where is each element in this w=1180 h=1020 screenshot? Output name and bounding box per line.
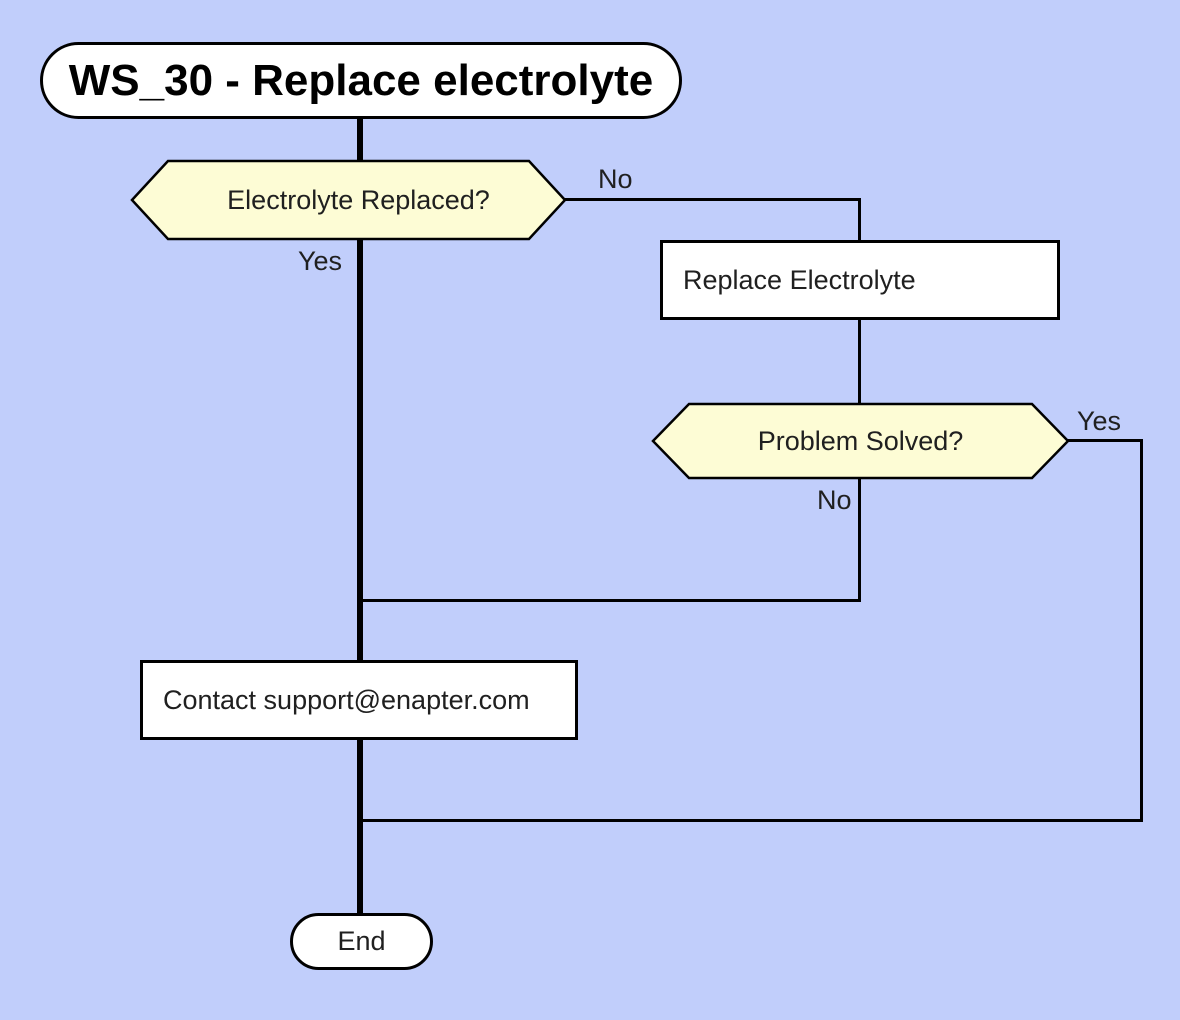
- end-label: End: [337, 926, 386, 956]
- hexagon-shape-icon: [651, 402, 1070, 480]
- node-decision-electrolyte-replaced: Electrolyte Replaced?: [130, 159, 567, 241]
- connector-process1-to-decision2: [858, 318, 861, 404]
- start-label: WS_30 - Replace electrolyte: [68, 55, 654, 105]
- connector-decision2-yes-vertical: [1140, 439, 1143, 822]
- edge-label-decision1-yes: Yes: [298, 246, 343, 276]
- process1-label: Replace Electrolyte: [683, 264, 916, 295]
- node-process-replace-electrolyte: Replace Electrolyte: [660, 240, 1060, 320]
- connector-main-flow: [357, 118, 363, 914]
- decision1-label: Electrolyte Replaced?: [227, 184, 490, 215]
- node-process-contact-support: Contact support@enapter.com: [140, 660, 578, 740]
- node-start: WS_30 - Replace electrolyte: [40, 42, 682, 119]
- node-end: End: [290, 913, 433, 970]
- connector-decision2-no-horizontal: [360, 599, 861, 602]
- decision2-label: Problem Solved?: [757, 425, 964, 456]
- hexagon-shape-icon: [130, 159, 567, 241]
- connector-decision1-no-horizontal: [563, 198, 861, 201]
- connector-decision1-no-vertical: [858, 198, 861, 242]
- process2-label: Contact support@enapter.com: [163, 684, 530, 715]
- connector-decision2-no-vertical: [858, 477, 861, 601]
- edge-label-decision1-no: No: [598, 164, 633, 194]
- edge-label-decision2-no: No: [817, 485, 852, 515]
- connector-decision2-yes-horizontal: [1066, 439, 1143, 442]
- node-decision-problem-solved: Problem Solved?: [651, 402, 1070, 480]
- connector-decision2-yes-return: [360, 819, 1143, 822]
- edge-label-decision2-yes: Yes: [1077, 406, 1122, 436]
